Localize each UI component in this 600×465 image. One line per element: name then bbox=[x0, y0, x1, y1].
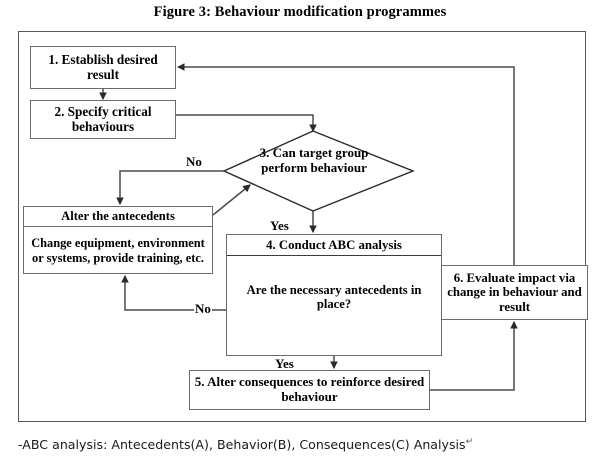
paragraph-return-icon: ↵ bbox=[465, 437, 474, 447]
figure-title: Figure 3: Behaviour modification program… bbox=[153, 4, 447, 20]
node-alter-the-antecedents[interactable]: Alter the antecedents Change equipment, … bbox=[23, 206, 213, 274]
footnote: -ABC analysis: Antecedents(A), Behavior(… bbox=[18, 437, 588, 452]
edge-label-no-decision4: No bbox=[194, 301, 212, 316]
node-step6-evaluate-impact[interactable]: 6. Evaluate impact via change in behavio… bbox=[441, 265, 588, 320]
edge-label-no-decision3: No bbox=[185, 154, 203, 169]
edge-label-yes-decision3: Yes bbox=[269, 218, 290, 233]
alter-antecedents-body: Change equipment, environment or systems… bbox=[31, 235, 205, 265]
footnote-text: -ABC analysis: Antecedents(A), Behavior(… bbox=[18, 437, 466, 453]
node-step1-establish-desired-result[interactable]: 1. Establish desired result bbox=[30, 46, 176, 89]
node-step4-conduct-abc-analysis[interactable]: 4. Conduct ABC analysis bbox=[226, 234, 442, 356]
node-step2-specify-critical-behaviours[interactable]: 2. Specify critical behaviours bbox=[30, 100, 176, 139]
node-step5-alter-consequences[interactable]: 5. Alter consequences to reinforce desir… bbox=[189, 370, 430, 410]
step4-header: 4. Conduct ABC analysis bbox=[227, 235, 441, 256]
edge-label-yes-decision4: Yes bbox=[274, 356, 295, 371]
alter-antecedents-header: Alter the antecedents bbox=[24, 207, 212, 227]
